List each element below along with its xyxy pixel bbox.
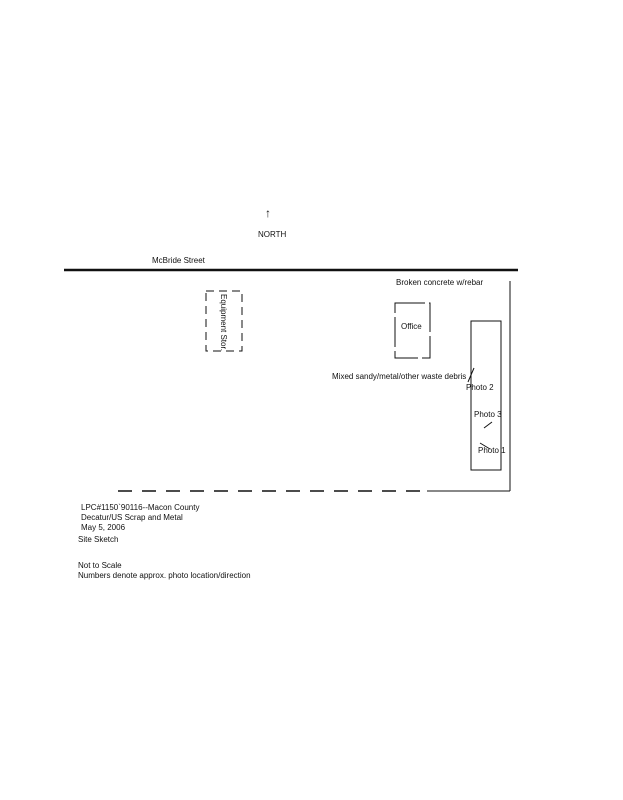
footer-line-6: Numbers denote approx. photo location/di… <box>78 571 251 580</box>
footer-line-2: Decatur/US Scrap and Metal <box>81 513 183 522</box>
broken-concrete-label: Broken concrete w/rebar <box>396 278 484 287</box>
photo-1-label: Photo 1 <box>478 446 506 455</box>
photo-3-label: Photo 3 <box>474 410 502 419</box>
equipment-storage-box <box>205 290 243 352</box>
footer-line-3: May 5, 2006 <box>81 523 126 532</box>
equipment-storage-label: Equipment Stor. <box>219 294 228 351</box>
office-label: Office <box>401 322 422 331</box>
footer-line-1: LPC#1150`90116--Macon County <box>81 503 200 512</box>
photo-3-arrow <box>483 421 493 429</box>
debris-pile-box <box>470 320 502 471</box>
photo-2-arrow <box>467 367 475 383</box>
street-label: McBride Street <box>152 256 205 265</box>
footer-line-5: Not to Scale <box>78 561 122 570</box>
photo-2-label: Photo 2 <box>466 383 494 392</box>
office-box <box>394 302 431 359</box>
north-arrow-icon: ↑ <box>265 206 271 220</box>
north-label: NORTH <box>258 230 287 239</box>
footer-line-4: Site Sketch <box>78 535 119 544</box>
photo-1-arrow <box>479 442 491 450</box>
mixed-debris-label: Mixed sandy/metal/other waste debris <box>332 372 467 381</box>
